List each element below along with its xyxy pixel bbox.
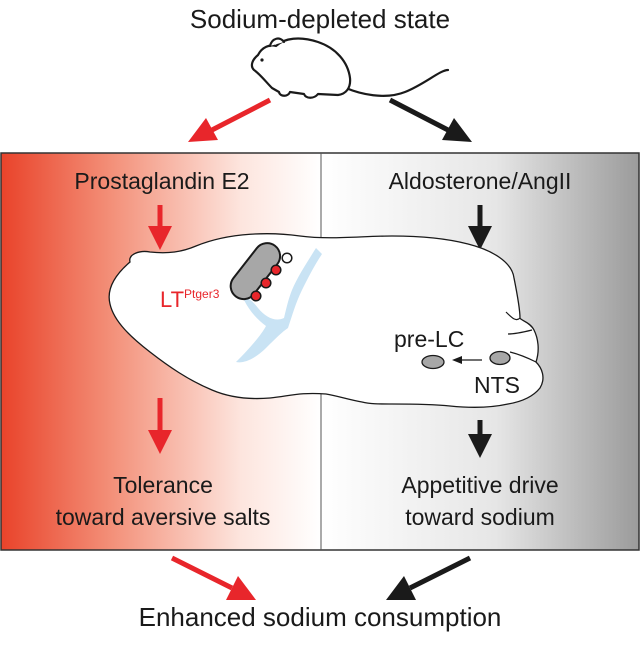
nts-label: NTS bbox=[474, 372, 520, 398]
arrow-pge2-down bbox=[148, 205, 172, 250]
cerebellum-fold bbox=[507, 329, 533, 335]
left-signal-label: Prostaglandin E2 bbox=[74, 168, 250, 194]
arrow-left-to-outcome bbox=[148, 398, 172, 454]
lt-neuron-dot bbox=[250, 290, 262, 302]
diagram-title: Sodium-depleted state bbox=[189, 4, 451, 34]
pre-lc-label: pre-LC bbox=[394, 326, 465, 352]
nts-nucleus bbox=[489, 350, 511, 366]
arrow-bottom-right bbox=[386, 555, 472, 600]
pre-lc-nucleus bbox=[421, 354, 445, 370]
lt-super-label: Ptger3 bbox=[184, 287, 220, 301]
panel-border bbox=[0, 152, 640, 551]
lt-ptger3-label: LTPtger3 bbox=[160, 287, 219, 313]
lt-nucleus bbox=[229, 242, 293, 302]
arrow-nts-to-prelc bbox=[452, 356, 482, 364]
lt-neuron-dot bbox=[260, 277, 272, 289]
right-outcome-line1: Appetitive drive bbox=[401, 472, 559, 498]
arrow-top-right bbox=[388, 97, 472, 142]
right-signal-label: Aldosterone/AngII bbox=[388, 168, 572, 194]
lt-neuron-dot bbox=[270, 264, 282, 276]
left-outcome-line2: toward aversive salts bbox=[55, 504, 271, 530]
lt-neuron-dot bbox=[281, 252, 293, 264]
mouse-icon bbox=[250, 37, 450, 99]
lt-main-label: LT bbox=[160, 287, 185, 312]
arrow-aldo-down bbox=[468, 205, 492, 250]
ventricle-shape bbox=[236, 248, 322, 363]
arrow-top-left bbox=[188, 97, 272, 142]
arrow-right-to-outcome bbox=[468, 420, 492, 458]
left-outcome-line1: Tolerance bbox=[113, 472, 213, 498]
bottom-outcome-label: Enhanced sodium consumption bbox=[138, 602, 502, 632]
right-outcome-line2: toward sodium bbox=[405, 504, 555, 530]
cerebellum-fold bbox=[509, 351, 537, 363]
cerebellum-fold bbox=[505, 311, 521, 321]
arrow-bottom-left bbox=[170, 555, 256, 600]
